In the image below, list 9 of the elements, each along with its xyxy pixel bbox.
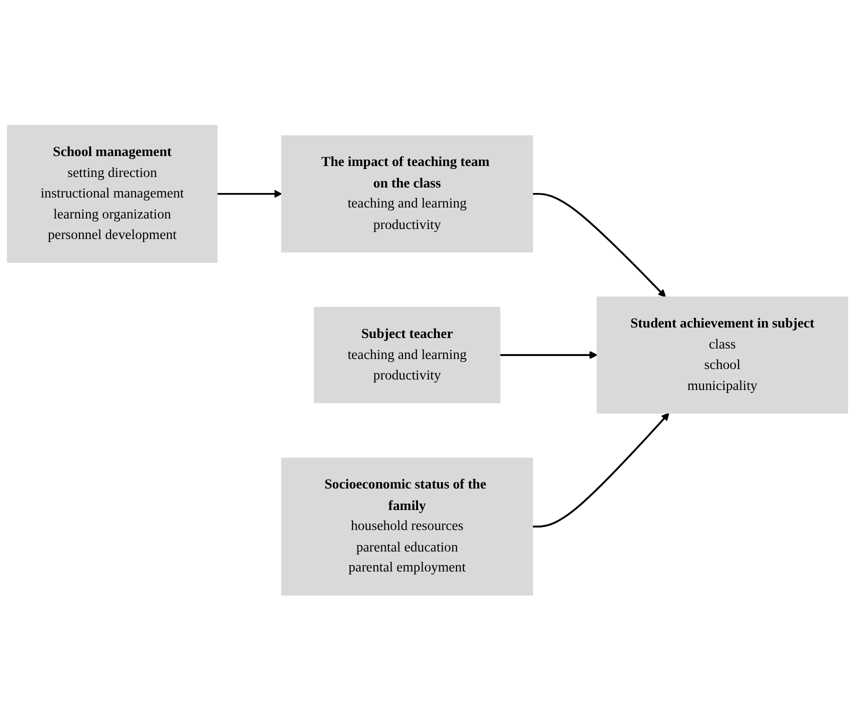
arrow — [500, 350, 598, 359]
arrow — [532, 192, 666, 298]
node-box: The impact of teaching team on the class teaching and learning productivity — [281, 135, 534, 252]
arrow — [217, 190, 282, 198]
node-box: School management setting direction instructional management learning organization personnel development — [6, 124, 218, 263]
node-box: Student achievement in subject class school municipality — [596, 296, 848, 414]
node-box: Socioeconomic status of the family household resources parental education parental employment — [281, 457, 534, 596]
arrow — [532, 412, 670, 528]
node-box: Subject teacher teaching and learning productivity — [314, 306, 500, 403]
